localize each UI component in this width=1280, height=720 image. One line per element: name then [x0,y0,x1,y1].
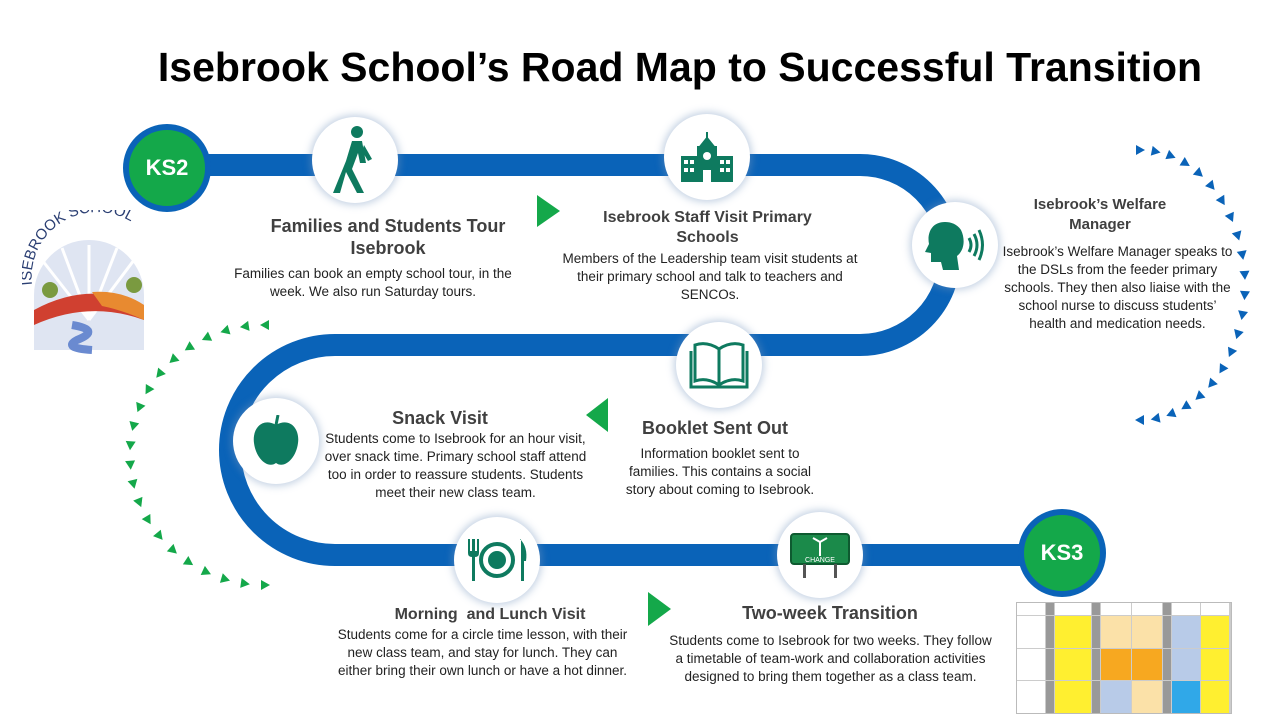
open-book-icon [676,322,762,408]
step-text: Information booklet sent to families. Th… [625,446,815,497]
step-title: Two-week Transition [742,603,918,623]
step-title: Families and Students Tour Isebrook [270,216,506,258]
ks2-badge: KS2 [123,124,211,212]
step-text: Students come for a circle time lesson, … [337,627,628,678]
plate-cutlery-icon [454,517,540,603]
arrow-right-icon [537,195,560,227]
walking-person-icon [312,117,398,203]
step-title: Morning and Lunch Visit [394,606,586,623]
timetable-image [1016,602,1232,714]
svg-text:CHANGE: CHANGE [805,557,835,564]
step-text: Students come to Isebrook for two weeks.… [669,633,992,684]
step-title: Isebrook Staff Visit Primary Schools [603,209,812,246]
step-text: Students come to Isebrook for an hour vi… [324,431,587,500]
arrow-left-icon [586,398,608,432]
speaking-head-icon [912,202,998,288]
school-building-icon [664,114,750,200]
step-text: Members of the Leadership team visit stu… [562,251,858,302]
step-title: Snack Visit [392,408,488,428]
step-title: Isebrook’s Welfare Manager [1033,196,1167,233]
page-title: Isebrook School’s Road Map to Successful… [157,44,1203,90]
step-title: Booklet Sent Out [641,418,788,438]
change-sign-icon: CHANGE [777,512,863,598]
ks3-badge: KS3 [1018,509,1106,597]
school-logo: ISEBROOK SCHOOL [18,199,172,355]
step-text: Families can book an empty school tour, … [234,266,512,299]
step-text: Isebrook’s Welfare Manager speaks to the… [1002,244,1233,331]
apple-icon [233,398,319,484]
arrow-right-icon [648,592,671,626]
